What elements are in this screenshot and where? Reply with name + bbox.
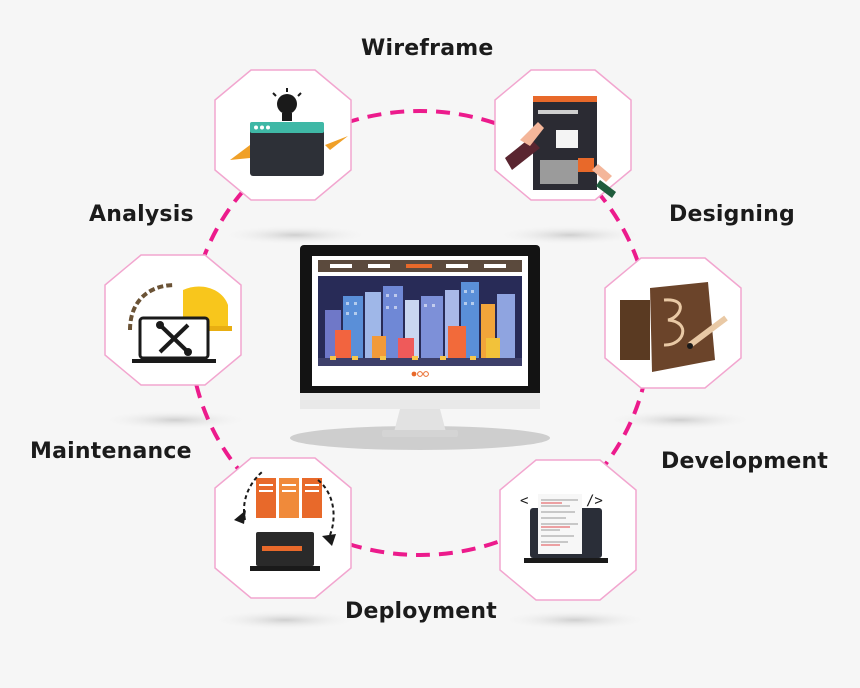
city-skyline [318, 282, 522, 366]
stage-label-designing: Designing [669, 202, 795, 227]
shadow [210, 610, 360, 630]
shadow [100, 410, 250, 430]
stage-label-deployment: Deployment [345, 599, 497, 624]
stage-label-maintenance: Maintenance [30, 439, 192, 464]
designing-icon [620, 282, 728, 372]
shadow [220, 225, 370, 245]
analysis-icon [230, 88, 348, 176]
development-icon: < /> [520, 493, 608, 563]
shadow [495, 225, 645, 245]
shadow [500, 610, 650, 630]
shadow [605, 410, 755, 430]
svg-text:<: < [520, 493, 528, 509]
svg-text:/>: /> [586, 493, 603, 509]
maintenance-icon [128, 283, 232, 363]
monitor-city-icon [300, 245, 540, 437]
stage-label-wireframe: Wireframe [361, 36, 494, 61]
stage-label-development: Development [661, 449, 829, 474]
deployment-icon [234, 471, 336, 571]
wireframe-icon [505, 96, 616, 198]
monitor-shadow [290, 426, 550, 450]
stage-label-analysis: Analysis [89, 202, 194, 227]
